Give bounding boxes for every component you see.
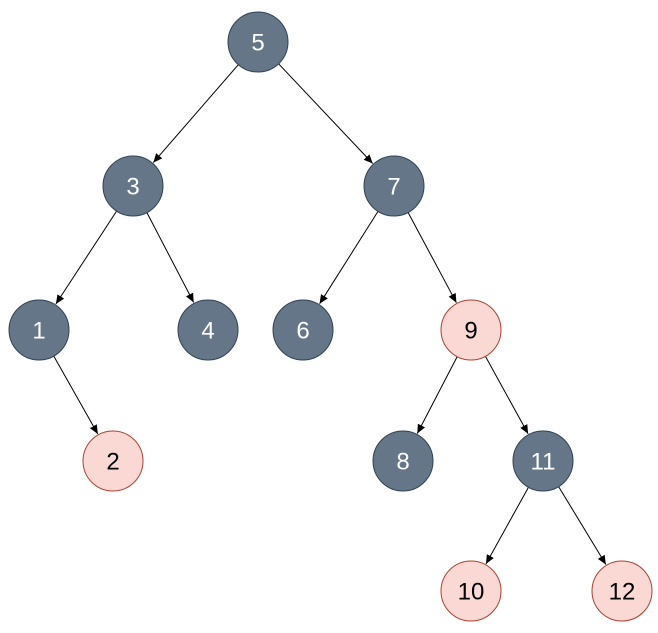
- black-node-circle: [363, 155, 425, 217]
- edge-n9-n11: [484, 356, 529, 435]
- node-label: 3: [126, 174, 139, 201]
- node-label: 8: [396, 449, 409, 476]
- black-node-circle: [272, 299, 334, 361]
- tree-node-3: 3: [102, 155, 164, 217]
- node-label: 4: [201, 318, 214, 345]
- black-node-circle: [372, 430, 434, 492]
- tree-node-7: 7: [363, 155, 425, 217]
- edge-n3-n4: [146, 212, 195, 303]
- tree-node-4: 4: [177, 299, 239, 361]
- black-node-circle: [177, 299, 239, 361]
- tree-node-1: 1: [8, 299, 70, 361]
- black-node-circle: [512, 430, 574, 492]
- red-node-circle: [440, 299, 502, 361]
- tree-node-6: 6: [272, 299, 334, 361]
- edge-n9-n8: [416, 356, 458, 434]
- edge-n11-n10: [485, 486, 529, 565]
- edges: [53, 63, 607, 565]
- node-label: 2: [106, 449, 119, 476]
- edge-n5-n7: [278, 63, 374, 164]
- node-label: 6: [296, 318, 309, 345]
- tree-node-9: 9: [440, 299, 502, 361]
- node-label: 1: [32, 318, 45, 345]
- node-label: 10: [458, 579, 485, 606]
- tree-node-8: 8: [372, 430, 434, 492]
- red-node-circle: [591, 560, 653, 622]
- tree-node-5: 5: [227, 11, 289, 73]
- edge-n3-n1: [55, 210, 118, 305]
- node-label: 12: [609, 579, 636, 606]
- red-node-circle: [440, 560, 502, 622]
- node-label: 7: [387, 174, 400, 201]
- black-node-circle: [227, 11, 289, 73]
- tree-node-11: 11: [512, 430, 574, 492]
- tree-node-2: 2: [82, 430, 144, 492]
- edge-n1-n2: [53, 355, 99, 435]
- node-label: 9: [464, 318, 477, 345]
- edge-n5-n3: [152, 64, 239, 163]
- tree-node-10: 10: [440, 560, 502, 622]
- node-label: 5: [251, 30, 264, 57]
- black-node-circle: [102, 155, 164, 217]
- edge-n7-n6: [319, 211, 379, 305]
- node-label: 11: [531, 449, 556, 476]
- edge-n7-n9: [407, 212, 457, 303]
- black-node-circle: [8, 299, 70, 361]
- nodes: 5 3 7 1 4 6 9 2 8 11 10 12: [8, 11, 653, 622]
- red-node-circle: [82, 430, 144, 492]
- tree-node-12: 12: [591, 560, 653, 622]
- edge-n11-n12: [558, 486, 607, 565]
